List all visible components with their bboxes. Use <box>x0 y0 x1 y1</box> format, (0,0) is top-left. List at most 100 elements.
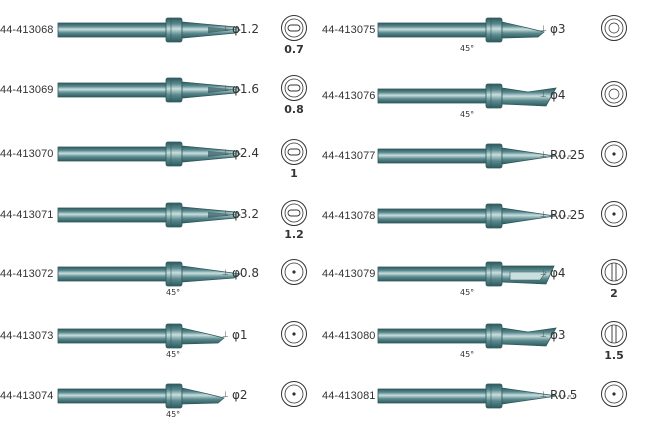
tip-diameter-spec: ⊥R0.5 <box>540 388 578 402</box>
part-number: 44-413069 <box>0 84 54 96</box>
spec-value: φ2.4 <box>232 146 259 160</box>
face-dimension: 1 <box>290 167 298 180</box>
tip-profile-bevel-wide <box>377 323 557 349</box>
tip-face-view-slot-v <box>601 259 627 285</box>
part-number: 44-413068 <box>0 24 54 36</box>
tip-profile-bevel-wide <box>377 83 557 109</box>
dimension-marker-icon: ⊥ <box>540 210 547 219</box>
spec-value: φ0.8 <box>232 266 259 280</box>
angle-label: 45° <box>460 110 475 119</box>
tip-diameter-spec: ⊥φ1 <box>222 328 248 342</box>
dimension-marker-icon: ⊥ <box>540 390 547 399</box>
spec-value: φ3.2 <box>232 207 259 221</box>
tip-row: 44-413072 45° ⊥φ0.8 <box>0 246 320 302</box>
part-number: 44-413071 <box>0 209 54 221</box>
angle-label: 45° <box>166 288 181 297</box>
dimension-marker-icon: ⊥ <box>222 84 229 93</box>
tip-diameter-spec: ⊥φ1.2 <box>222 22 259 36</box>
part-number: 44-413070 <box>0 148 54 160</box>
face-dimension: 1.2 <box>284 228 304 241</box>
tip-row: 44-413071 ⊥φ3.2 1.2 <box>0 187 320 243</box>
spec-value: φ4 <box>550 266 566 280</box>
spec-value: φ4 <box>550 88 566 102</box>
spec-value: R0.5 <box>550 388 578 402</box>
part-number: 44-413073 <box>0 330 54 342</box>
angle-label: 45° <box>460 350 475 359</box>
part-number: 44-413080 <box>322 330 376 342</box>
part-number: 44-413079 <box>322 268 376 280</box>
part-number: 44-413081 <box>322 390 376 402</box>
tip-diameter-spec: ⊥R0.25 <box>540 208 586 222</box>
spec-value: φ3 <box>550 328 566 342</box>
face-dimension: 0.7 <box>284 43 304 56</box>
tip-diameter-spec: ⊥R0.25 <box>540 148 586 162</box>
tip-face-view-ring-dot <box>601 141 627 167</box>
spec-value: φ3 <box>550 22 566 36</box>
dimension-marker-icon: ⊥ <box>222 148 229 157</box>
part-number: 44-413077 <box>322 150 376 162</box>
tip-row: 44-413081 ⊥R0.5 <box>322 368 650 424</box>
spec-value: R0.25 <box>550 208 586 222</box>
tip-face-view-dot <box>281 259 307 285</box>
part-number: 44-413078 <box>322 210 376 222</box>
tip-profile-knife <box>377 261 555 287</box>
dimension-marker-icon: ⊥ <box>540 24 547 33</box>
tip-row: 44-413070 ⊥φ2.4 1 <box>0 126 320 182</box>
tip-row: 44-413073 45° ⊥φ1 <box>0 308 320 364</box>
part-number: 44-413076 <box>322 90 376 102</box>
tip-face-view-ring-dot <box>601 381 627 407</box>
spec-value: φ1 <box>232 328 248 342</box>
tip-row: 44-413068 ⊥φ1.2 0.7 <box>0 2 320 58</box>
tip-diameter-spec: ⊥φ0.8 <box>222 266 259 280</box>
part-number: 44-413072 <box>0 268 54 280</box>
spec-value: φ2 <box>232 388 248 402</box>
angle-label: 45° <box>166 410 181 419</box>
part-number: 44-413075 <box>322 24 376 36</box>
tip-face-view-ring <box>601 15 627 41</box>
tip-profile-conical <box>377 143 574 169</box>
tip-row: 44-413075 45° ⊥φ3 <box>322 2 650 58</box>
tip-profile-conical <box>377 203 574 229</box>
angle-label: 45° <box>460 288 475 297</box>
face-dimension: 1.5 <box>604 349 624 362</box>
angle-label: 45° <box>166 350 181 359</box>
tip-profile-chisel <box>57 202 241 228</box>
face-dimension: 2 <box>610 287 618 300</box>
dimension-marker-icon: ⊥ <box>222 24 229 33</box>
tip-row: 44-413076 45° ⊥φ4 <box>322 68 650 124</box>
tip-row: 44-413074 45° ⊥φ2 <box>0 368 320 424</box>
part-number: 44-413074 <box>0 390 54 402</box>
tip-face-view-slot-h <box>281 75 307 101</box>
dimension-marker-icon: ⊥ <box>540 268 547 277</box>
tip-profile-chisel <box>57 141 241 167</box>
tip-profile-chisel <box>57 77 241 103</box>
angle-label: 45° <box>460 44 475 53</box>
dimension-marker-icon: ⊥ <box>222 209 229 218</box>
dimension-marker-icon: ⊥ <box>222 390 229 399</box>
tip-face-view-dot <box>281 381 307 407</box>
dimension-marker-icon: ⊥ <box>540 90 547 99</box>
tip-face-view-ring <box>601 81 627 107</box>
tip-face-view-slot-h <box>281 15 307 41</box>
dimension-marker-icon: ⊥ <box>222 268 229 277</box>
tip-diameter-spec: ⊥φ3 <box>540 22 566 36</box>
tip-diameter-spec: ⊥φ3.2 <box>222 207 259 221</box>
dimension-marker-icon: ⊥ <box>540 330 547 339</box>
tip-diameter-spec: ⊥φ4 <box>540 266 566 280</box>
spec-value: R0.25 <box>550 148 586 162</box>
tip-profile-bevel-short <box>57 323 225 349</box>
tip-row: 44-413078 ⊥R0.25 <box>322 188 650 244</box>
dimension-marker-icon: ⊥ <box>540 150 547 159</box>
face-dimension: 0.8 <box>284 103 304 116</box>
tip-diameter-spec: ⊥φ3 <box>540 328 566 342</box>
tip-profile-bevel-long <box>57 261 242 287</box>
tip-face-view-slot-v <box>601 321 627 347</box>
spec-value: φ1.2 <box>232 22 259 36</box>
tip-face-view-ring-dot <box>601 201 627 227</box>
tip-row: 44-413077 ⊥R0.25 <box>322 128 650 184</box>
tip-face-view-slot-h <box>281 139 307 165</box>
tip-row: 44-413080 45° ⊥φ3 1.5 <box>322 308 650 364</box>
tip-profile-conical-short <box>377 383 574 409</box>
